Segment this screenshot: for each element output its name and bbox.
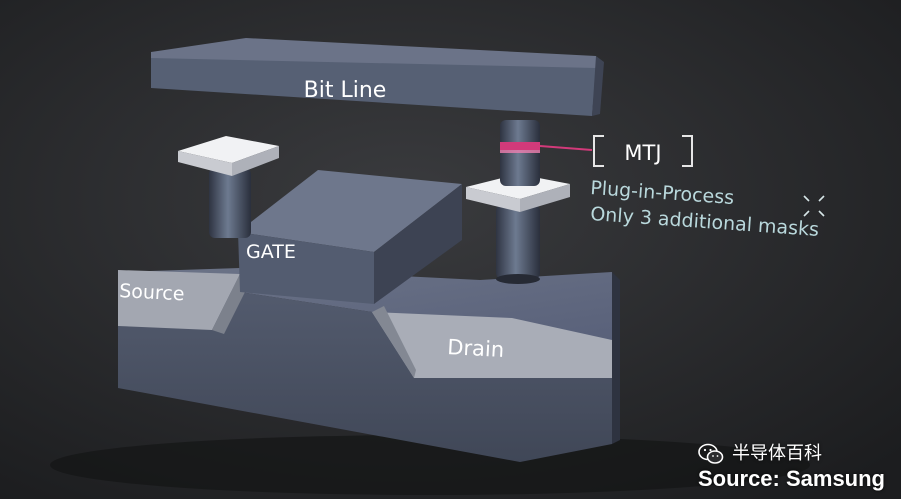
bit-line-front xyxy=(151,58,596,116)
bit-line-end xyxy=(592,56,604,116)
drain-pad-side xyxy=(520,184,570,212)
gate-block xyxy=(238,170,462,304)
callout-bracket-right xyxy=(682,135,693,167)
gate-front xyxy=(238,232,374,304)
source-pillar xyxy=(209,168,251,238)
source-contact xyxy=(178,136,279,238)
drain-region-edge xyxy=(372,306,416,378)
source-region xyxy=(118,270,240,330)
bit-line-label: Bit Line xyxy=(304,78,387,103)
sparkle-icon xyxy=(803,195,825,217)
source-pad-front xyxy=(178,151,232,176)
substrate-side xyxy=(612,272,620,444)
drain-label: Drain xyxy=(447,335,505,362)
gate-top xyxy=(238,170,462,252)
source-label: Source xyxy=(119,280,185,305)
source-pad-top xyxy=(178,136,279,163)
wechat-icon xyxy=(698,443,724,464)
gate-label: GATE xyxy=(246,241,296,263)
floor-shadow xyxy=(50,435,810,495)
bit-line xyxy=(151,38,604,116)
mtj-label: MTJ xyxy=(624,141,661,165)
mtj-callout xyxy=(539,135,693,167)
watermark-text: 半导体百科 xyxy=(732,443,822,464)
drain-pillar-base xyxy=(496,274,540,284)
watermark: 半导体百科 xyxy=(698,443,822,465)
gate-side xyxy=(374,184,462,304)
drain-region xyxy=(372,312,612,378)
drain-pad-top xyxy=(466,174,570,199)
source-credit: Source: Samsung xyxy=(697,466,885,491)
callout-bracket-left xyxy=(593,135,604,167)
source-pad-side xyxy=(232,146,279,176)
drain-contact xyxy=(466,120,570,284)
mtj-layer xyxy=(500,142,540,150)
callout-line xyxy=(539,145,593,151)
drain-pad-front xyxy=(466,187,520,212)
drain-pillar xyxy=(496,205,540,279)
mtj-layer-highlight xyxy=(500,150,540,153)
